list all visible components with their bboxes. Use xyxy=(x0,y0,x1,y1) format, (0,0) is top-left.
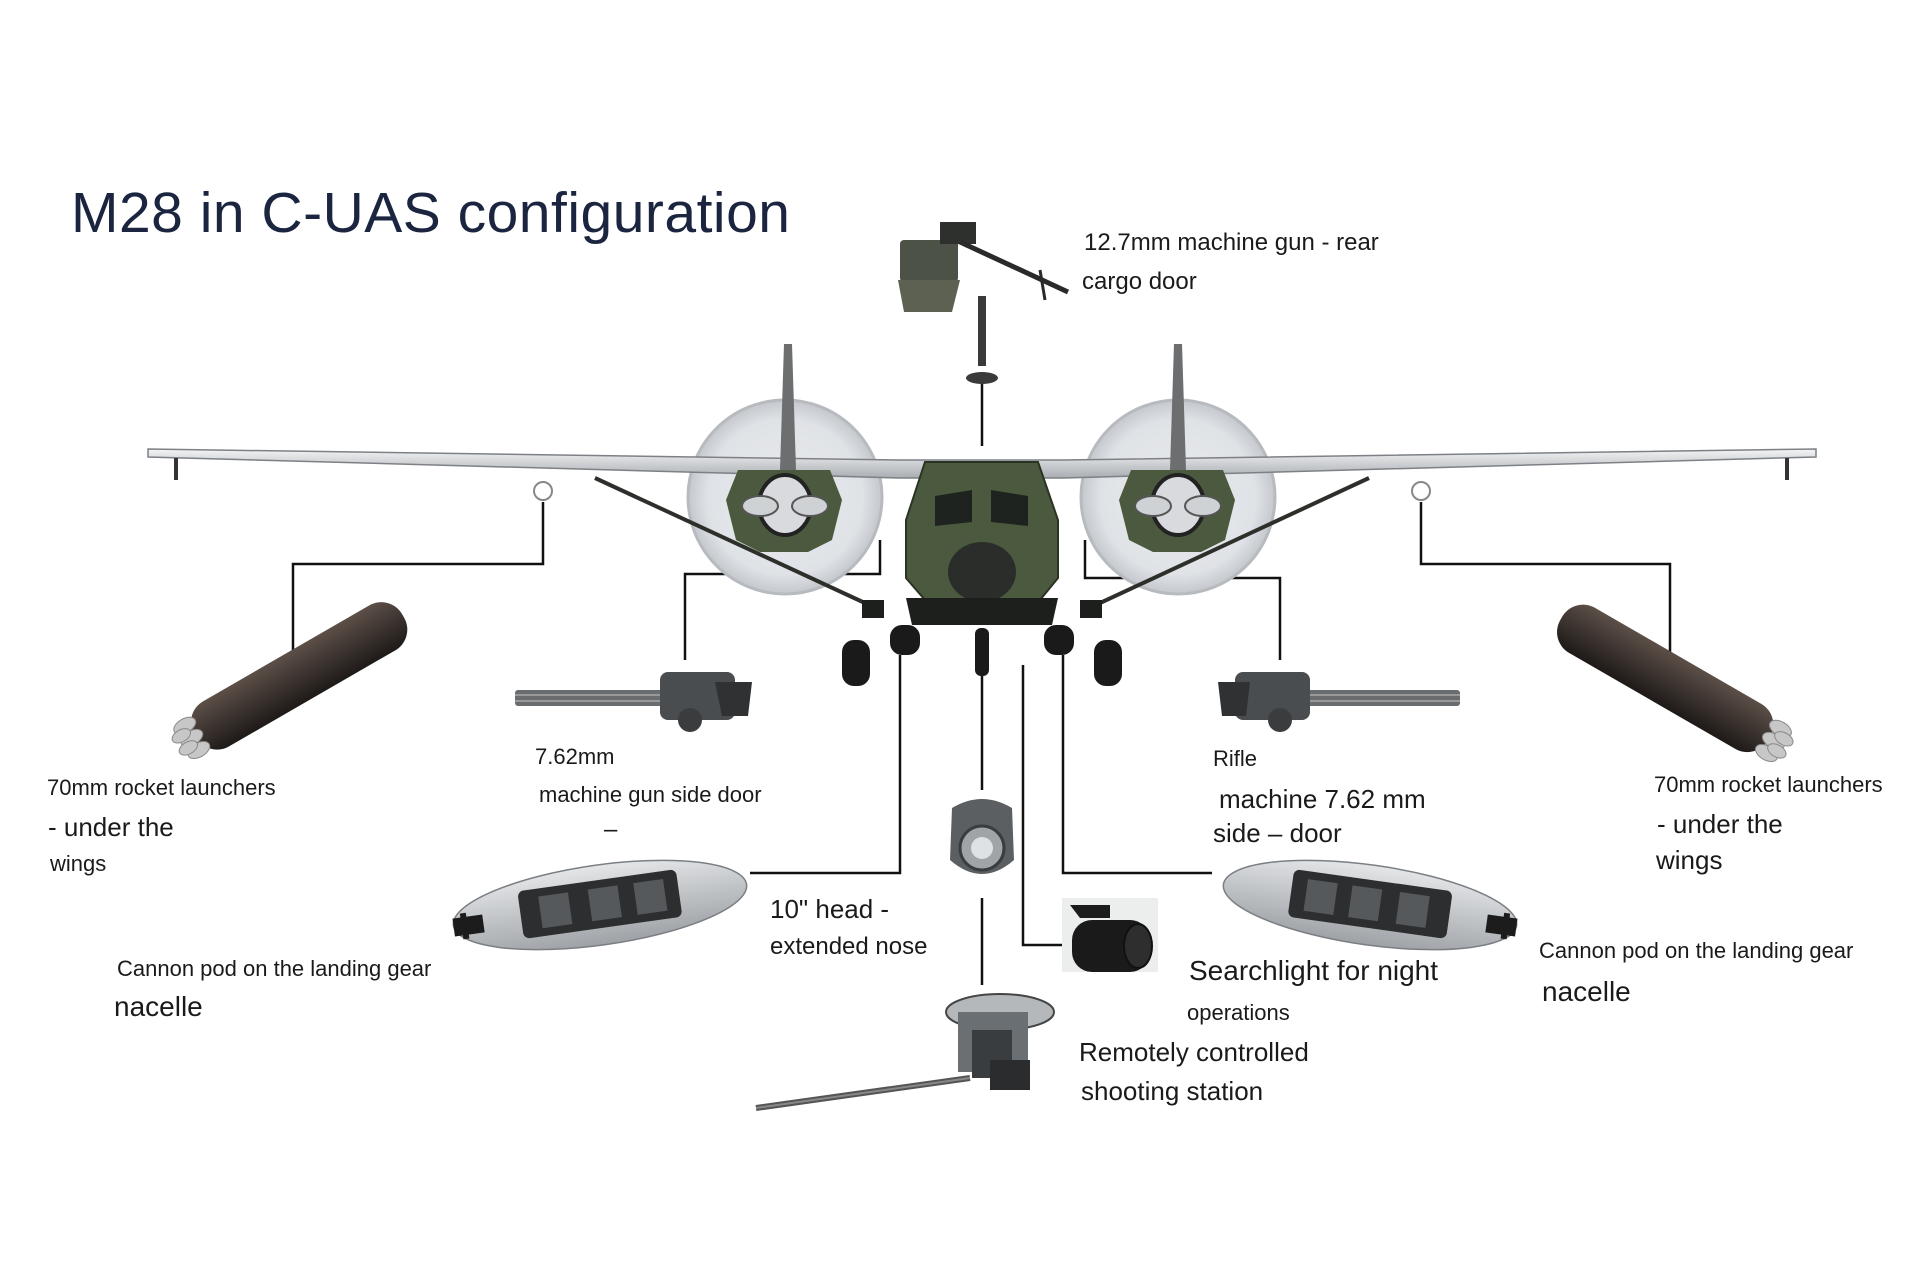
left-engine xyxy=(726,470,842,552)
rear-machine-gun-image xyxy=(898,222,1070,384)
label-cannon-left-line1: Cannon pod on the landing gear xyxy=(117,956,432,981)
label-cannon-left-line2: nacelle xyxy=(114,991,203,1022)
right-rifle-gun-image xyxy=(1218,672,1460,732)
label-side-gun-left-line3: – xyxy=(604,816,618,843)
leader-rocket-right xyxy=(1419,502,1672,662)
label-rear-gun-line2: cargo door xyxy=(1082,268,1197,295)
label-rocket-left-line3: wings xyxy=(50,851,107,876)
label-rifle-right-line2: machine 7.62 mm xyxy=(1219,784,1426,814)
sensor-head-image xyxy=(950,799,1014,874)
right-pylon-mount xyxy=(1411,481,1431,501)
label-rifle-right-line1: Rifle xyxy=(1213,746,1258,771)
page-title: M28 in C-UAS configuration xyxy=(71,181,791,245)
label-cannon-right-line2: nacelle xyxy=(1542,976,1631,1007)
label-rocket-left-line2: - under the xyxy=(48,812,174,842)
nose xyxy=(948,542,1016,602)
label-searchlight-line2: operations xyxy=(1187,1000,1290,1025)
leader-lines xyxy=(291,380,1672,985)
right-engine xyxy=(1119,470,1235,552)
right-cannon-pod-image xyxy=(1222,859,1518,951)
label-head-line1: 10" head - xyxy=(770,894,890,924)
label-side-gun-left-line2: machine gun side door xyxy=(539,782,762,807)
label-head-line2: extended nose xyxy=(770,933,928,960)
label-rocket-right-line1: 70mm rocket launchers xyxy=(1654,772,1883,797)
left-cannon-pod-image xyxy=(452,859,748,951)
left-pylon-mount xyxy=(533,481,553,501)
label-remote-station-line1: Remotely controlled xyxy=(1079,1037,1309,1067)
landing-gear xyxy=(842,625,1122,686)
label-remote-station-line2: shooting station xyxy=(1081,1076,1264,1106)
searchlight-image xyxy=(1062,898,1158,972)
label-rocket-left-line1: 70mm rocket launchers xyxy=(47,775,276,800)
right-rocket-launcher-image xyxy=(1557,604,1794,763)
label-rocket-right-line2: - under the xyxy=(1657,809,1783,839)
leader-rocket-left xyxy=(291,502,545,662)
label-cannon-right-line1: Cannon pod on the landing gear xyxy=(1539,938,1854,963)
label-rifle-right-line3: side – door xyxy=(1213,818,1342,848)
label-rear-gun-line1: 12.7mm machine gun - rear xyxy=(1084,229,1379,256)
label-rocket-right-line3: wings xyxy=(1656,845,1723,875)
fuselage xyxy=(862,461,1102,625)
label-side-gun-left-line1: 7.62mm xyxy=(535,744,615,769)
leader-cannon-right xyxy=(1061,655,1212,875)
left-side-machine-gun-image xyxy=(515,672,752,732)
left-rocket-launcher-image xyxy=(171,602,408,760)
remote-weapon-station-image xyxy=(755,993,1055,1111)
leader-cannon-left xyxy=(750,655,902,875)
leader-searchlight xyxy=(1021,665,1062,947)
wing-struts xyxy=(594,476,1370,612)
tail-fins xyxy=(780,344,1186,470)
label-searchlight-line1: Searchlight for night xyxy=(1189,955,1439,986)
